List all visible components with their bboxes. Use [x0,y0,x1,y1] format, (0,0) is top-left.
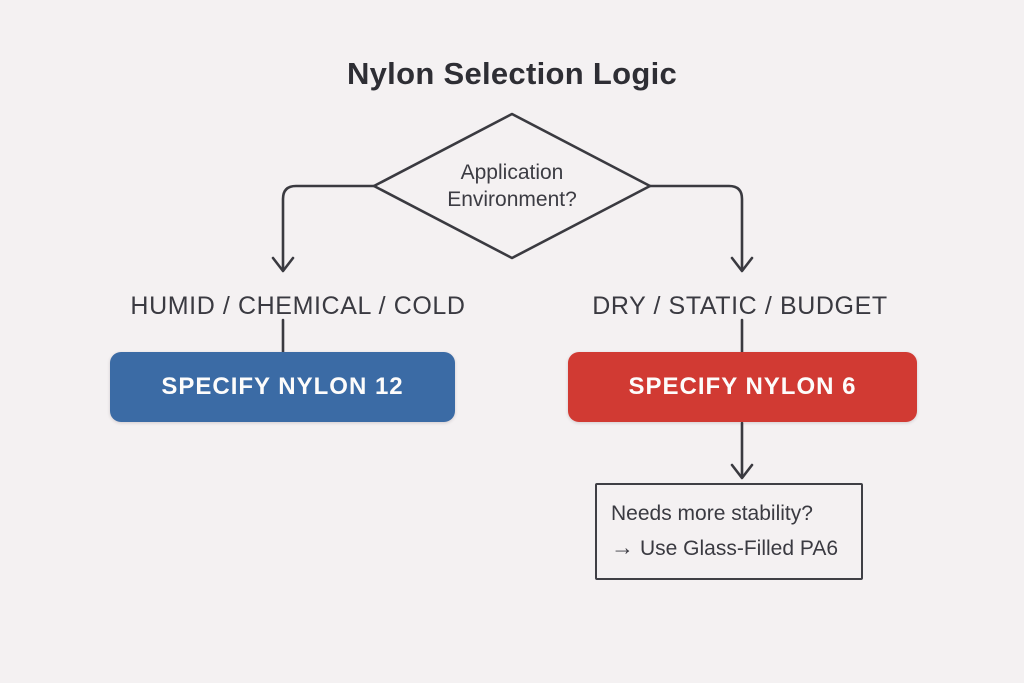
note-line-1: Needs more stability? [611,502,813,526]
note-box: Needs more stability? →Use Glass-Filled … [595,483,863,580]
branch-left-condition-label: HUMID / CHEMICAL / COLD [130,292,466,320]
nylon12-action-box: SPECIFY NYLON 12 [110,352,455,422]
note-line-2-text: Use Glass-Filled PA6 [640,536,839,560]
note-line-2: →Use Glass-Filled PA6 [611,534,847,561]
nylon6-action-box: SPECIFY NYLON 6 [568,352,917,422]
arrowhead-right-icon [730,256,754,273]
decision-question-line2: Environment? [447,188,577,211]
arrowhead-left-icon [271,256,295,273]
branch-right-condition-label: DRY / STATIC / BUDGET [592,292,888,320]
decision-question-line1: Application [460,161,564,184]
right-arrow-icon: → [611,533,634,560]
connector-right-elbow [648,184,744,271]
connector-left-elbow [281,184,376,271]
decision-diamond-shape [372,112,652,260]
decision-label: Application Environment? [392,159,632,213]
diagram-title: Nylon Selection Logic [346,56,678,91]
arrowhead-note-icon [730,463,754,480]
